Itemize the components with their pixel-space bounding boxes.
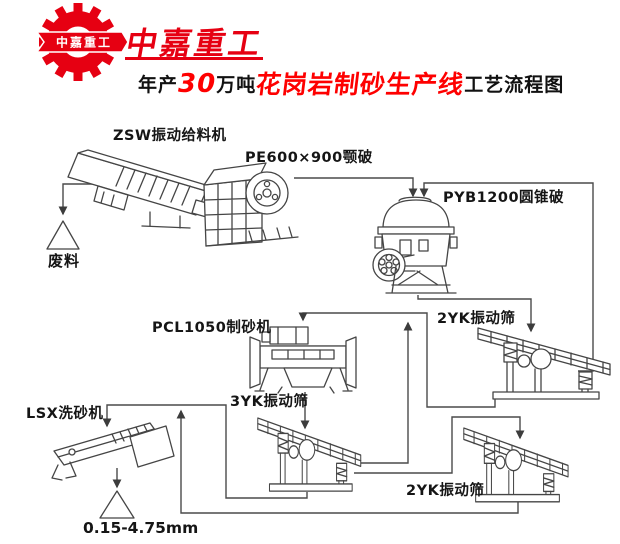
title-suffix: 工艺流程图 <box>464 74 565 96</box>
title-prefix: 年产 <box>138 74 179 96</box>
flow-screen1-return-to-cone <box>419 182 594 372</box>
equipment-label-cone-crusher: PYB1200圆锥破 <box>443 190 565 206</box>
brand-underline <box>125 57 263 60</box>
flow-screen1-to-sandmaker <box>298 312 496 408</box>
logo-gear-icon: 中嘉重工 <box>35 3 129 81</box>
logo: 中嘉重工 中嘉重工 <box>0 0 300 81</box>
cone-crusher-illustration <box>372 196 458 294</box>
equipment-label-screen-2yk-2: 2YK振动筛 <box>406 483 485 499</box>
equipment-label-feeder: ZSW振动给料机 <box>113 128 227 144</box>
screen-2yk-1-illustration <box>477 327 611 400</box>
flow-screen3yk-return-to-sandmaker <box>354 321 413 464</box>
jaw-crusher-illustration <box>203 162 299 247</box>
logo-banner-text: 中嘉重工 <box>56 35 112 50</box>
waste-pile-triangle <box>46 220 80 250</box>
equipment-label-sand-maker: PCL1050制砂机 <box>152 320 272 336</box>
product-pile-triangle <box>99 490 135 519</box>
washer-illustration <box>51 422 175 481</box>
flow-cone-to-screen1 <box>417 295 536 333</box>
flow-feeder-to-waste <box>58 183 96 216</box>
waste-label: 废料 <box>48 252 81 270</box>
flow-screen3yk-to-washer <box>102 404 308 499</box>
screen-3yk-illustration <box>257 417 362 492</box>
feeder-illustration <box>67 149 217 229</box>
product-size-label: 0.15-4.75mm <box>83 519 199 537</box>
sand-maker-illustration <box>249 326 357 394</box>
equipment-label-screen-2yk-1: 2YK振动筛 <box>437 311 516 327</box>
equipment-label-washer: LSX洗砂机 <box>26 406 104 422</box>
equipment-label-jaw-crusher: PE600×900颚破 <box>245 150 373 166</box>
equipment-label-screen-3yk: 3YK振动筛 <box>230 394 309 410</box>
flow-screen2-to-washer <box>176 409 519 514</box>
logo-banner: 中嘉重工 <box>35 31 129 53</box>
flow-jaw-to-cone <box>294 177 418 198</box>
flow-screen3yk-to-screen2 <box>354 416 525 474</box>
flow-lines <box>58 177 594 514</box>
title-tonnage: 30 <box>178 69 217 100</box>
title-tonnage-unit: 万吨 <box>216 74 257 96</box>
